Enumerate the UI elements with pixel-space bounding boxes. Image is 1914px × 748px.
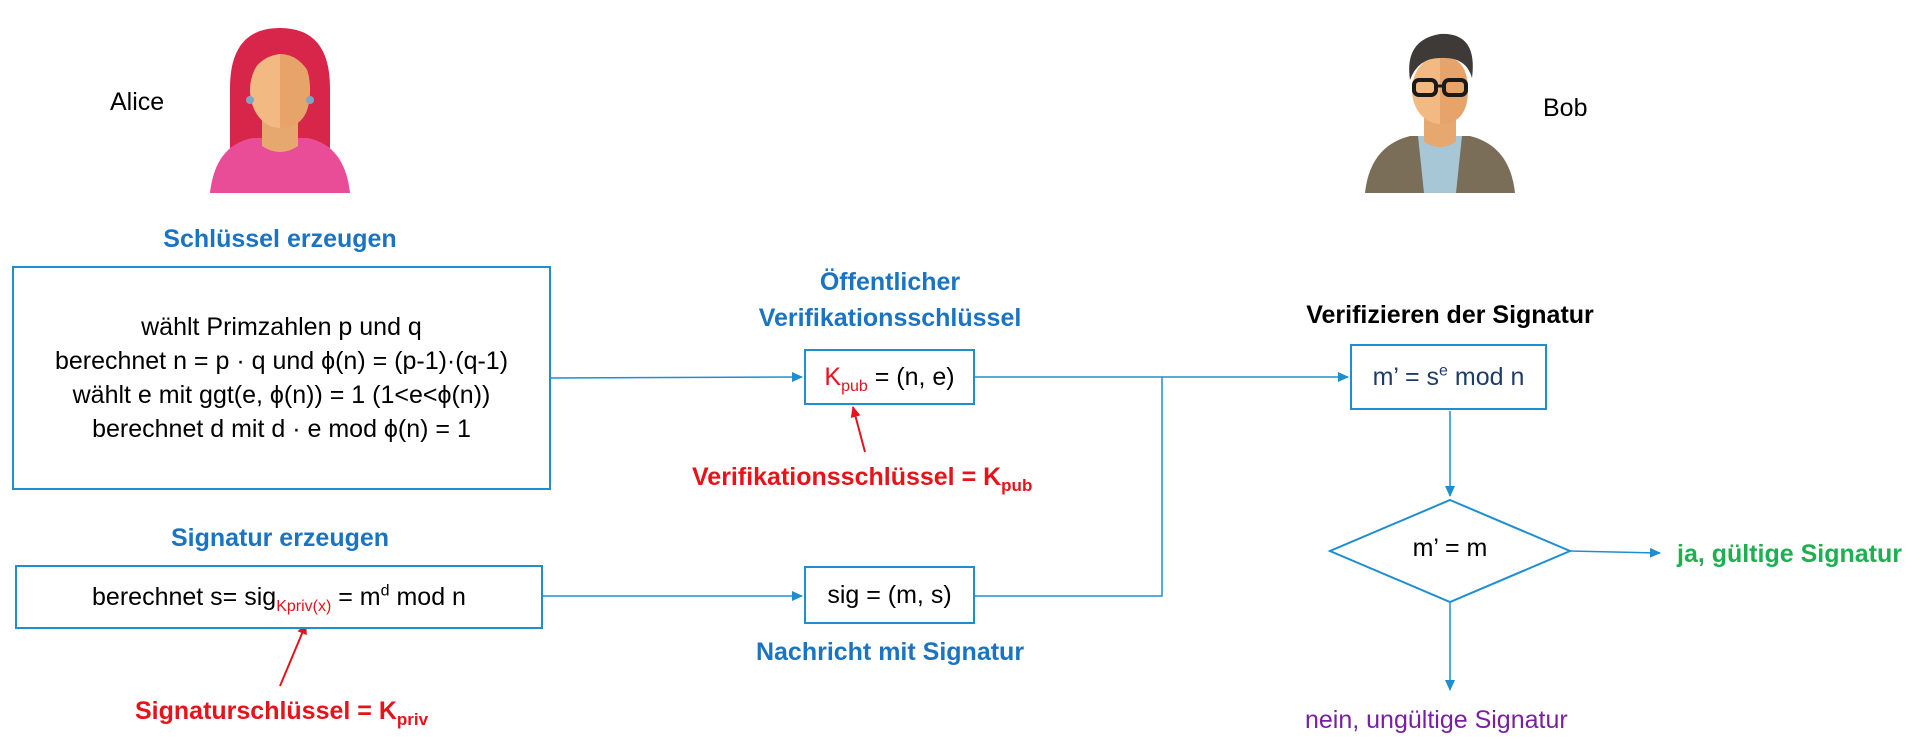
verification-box: m’ = se mod n [1350,344,1547,410]
verification-heading: Verifizieren der Signatur [1306,301,1594,329]
alice-avatar-icon [210,28,350,193]
yes-outcome-label: ja, gültige Signatur [1677,540,1903,568]
signed-message-label: Nachricht mit Signatur [755,638,1025,666]
decision-diamond [1327,498,1573,604]
alice-name: Alice [110,88,165,116]
key-generation-box: wählt Primzahlen p und q berechnet n = p… [12,266,551,490]
verification-formula-sup: e [1439,362,1448,380]
red-arrow-pubkey [850,406,866,453]
key-generation-line-4: berechnet d mit d · e mod ϕ(n) = 1 [92,415,471,443]
key-generation-line-2: berechnet n = p · q und ϕ(n) = (p-1)·(q-… [54,347,509,375]
signature-generation-heading: Signatur erzeugen [170,524,390,552]
public-key-heading-line-1: Öffentlicher [819,268,961,296]
bob-name: Bob [1543,94,1588,122]
private-key-label: Signaturschlüssel = Kpriv [135,697,429,729]
arrow-keygen-to-pubkey [550,372,803,383]
decision-text: m’ = m [1412,534,1488,562]
key-generation-heading: Schlüssel erzeugen [163,225,397,253]
public-key-label: Verifikationsschlüssel = Kpub [692,463,1033,495]
public-key-subscript: pub [841,378,868,395]
signature-generation-box: berechnet s= sigKpriv(x) = md mod n [15,565,543,629]
verification-formula-suffix: mod n [1447,363,1525,391]
verification-formula-prefix: m’ = s [1372,363,1440,391]
public-key-symbol: K [824,363,842,391]
key-generation-line-1: wählt Primzahlen p und q [141,313,422,341]
key-generation-line-3: wählt e mit ggt(e, ϕ(n)) = 1 (1<e<ϕ(n)) [72,381,491,409]
connector-message-to-verify [975,377,1163,597]
red-arrow-privkey [279,623,307,687]
signed-message-text: sig = (m, s) [827,581,952,609]
public-key-value: = (n, e) [867,363,955,391]
public-key-box: Kpub = (n, e) [804,349,975,405]
signature-formula: berechnet s= sigKpriv(x) = md mod n [92,582,466,615]
arrow-decision-yes [1569,547,1661,558]
bob-avatar-icon [1365,33,1515,193]
public-key-heading-line-2: Verifikationsschlüssel [758,304,1022,332]
signed-message-box: sig = (m, s) [804,566,975,624]
public-key-heading: Öffentlicher Verifikationsschlüssel [720,264,1060,336]
no-outcome-label: nein, ungültige Signatur [1305,706,1568,734]
